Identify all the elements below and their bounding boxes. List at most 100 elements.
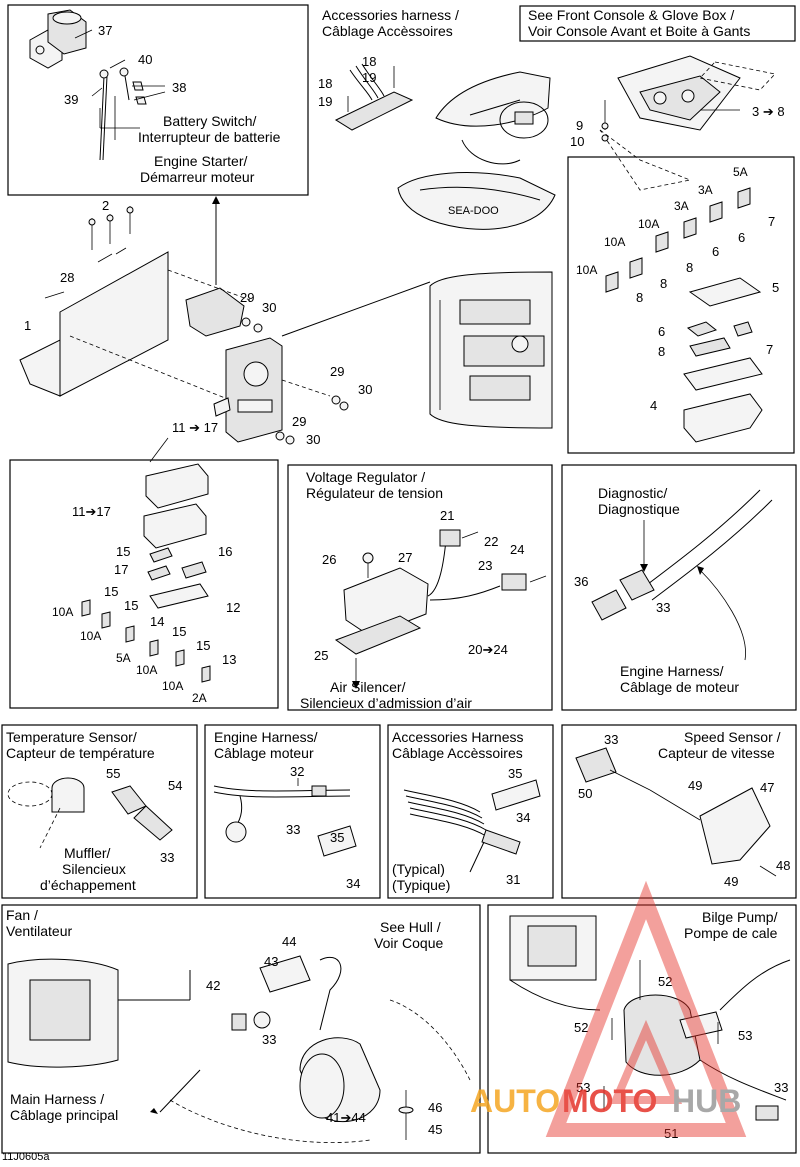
terminal-block-drawing xyxy=(334,63,414,131)
diagnostic-title-fr: Diagnostique xyxy=(598,501,680,517)
voltage-regulator-title-fr: Régulateur de tension xyxy=(306,485,443,501)
engine-harness-title: Engine Harness/ xyxy=(214,729,318,745)
callout-15e: 15 xyxy=(196,638,210,653)
muffler-label: Muffler/ xyxy=(64,845,111,861)
callout-8d: 8 xyxy=(658,344,665,359)
callout-38: 38 xyxy=(172,80,186,95)
callout-54: 54 xyxy=(168,778,182,793)
amp-10a-b: 10A xyxy=(604,235,625,249)
temperature-sensor-title: Temperature Sensor/ xyxy=(6,729,137,745)
muffler-label-fr1: Silencieux xyxy=(62,861,126,877)
engine-starter-label: Engine Starter/ xyxy=(154,153,247,169)
fan-title-fr: Ventilateur xyxy=(6,923,72,939)
callout-33-bilge: 33 xyxy=(774,1080,788,1095)
diagnostic-drawing xyxy=(591,489,773,661)
callout-8b: 8 xyxy=(660,276,667,291)
callout-41-to-44: 41➔44 xyxy=(326,1110,366,1125)
callout-32: 32 xyxy=(290,764,304,779)
callout-18b: 18 xyxy=(318,76,332,91)
callout-20-to-24: 20➔24 xyxy=(468,642,508,657)
callout-25: 25 xyxy=(314,648,328,663)
callout-23: 23 xyxy=(478,558,492,573)
console-drawing xyxy=(599,55,776,191)
see-hull-label: See Hull / xyxy=(380,919,441,935)
fan-title: Fan / xyxy=(6,907,38,923)
callout-15b: 15 xyxy=(104,584,118,599)
callout-8c: 8 xyxy=(636,290,643,305)
temperature-sensor-title-fr: Capteur de température xyxy=(6,745,155,761)
air-silencer-label-fr: Silencieux d’admission d’air xyxy=(300,695,472,711)
engine-harness-diag-label-fr: Câblage de moteur xyxy=(620,679,739,695)
battery-switch-label-fr: Interrupteur de batterie xyxy=(138,129,281,145)
callout-33-temp: 33 xyxy=(160,850,174,865)
callout-15d: 15 xyxy=(172,624,186,639)
accessories-harness-panel xyxy=(387,724,554,899)
callout-33-fan: 33 xyxy=(262,1032,276,1047)
amp-p5: 5A xyxy=(116,651,131,665)
accessories-harness2-title: Accessories Harness xyxy=(392,729,524,745)
see-hull-label-fr: Voir Coque xyxy=(374,935,443,951)
voltage-regulator-panel xyxy=(287,464,553,711)
callout-21: 21 xyxy=(440,508,454,523)
callout-30b: 30 xyxy=(358,382,372,397)
mounting-plate-drawing xyxy=(19,206,431,445)
callout-48: 48 xyxy=(776,858,790,873)
callout-28: 28 xyxy=(60,270,74,285)
callout-33-speed: 33 xyxy=(604,732,618,747)
callout-51: 51 xyxy=(664,1126,678,1141)
fan-panel xyxy=(1,904,481,1154)
callout-44: 44 xyxy=(282,934,296,949)
callout-42: 42 xyxy=(206,978,220,993)
amp-3a-a: 3A xyxy=(698,183,713,197)
battery-switch-drawing xyxy=(29,9,166,161)
accessories-harness2-title-fr: Câblage Accèssoires xyxy=(392,745,523,761)
callout-30c: 30 xyxy=(306,432,320,447)
callout-50: 50 xyxy=(578,786,592,801)
callout-33-eng: 33 xyxy=(286,822,300,837)
accessories-harness-title-fr: Câblage Accèssoires xyxy=(322,23,453,39)
callout-12: 12 xyxy=(226,600,240,615)
callout-10: 10 xyxy=(570,134,584,149)
fan-drawing xyxy=(7,955,471,1143)
callout-15c: 15 xyxy=(124,598,138,613)
fuse-box-panel xyxy=(567,156,795,454)
callout-11-to-17: 11 ➔ 17 xyxy=(172,420,218,435)
figure-id: 11J0605a xyxy=(2,1151,50,1162)
accessories-harness-drawing xyxy=(403,779,541,873)
callout-34-acc: 34 xyxy=(516,810,530,825)
amp-5a: 5A xyxy=(733,165,748,179)
callout-24: 24 xyxy=(510,542,524,557)
svg-text:MOTO: MOTO xyxy=(562,1083,657,1119)
engine-harness-panel xyxy=(204,724,381,899)
callout-19b: 19 xyxy=(318,94,332,109)
diagnostic-panel xyxy=(561,464,797,711)
callout-16: 16 xyxy=(218,544,232,559)
callout-7b: 7 xyxy=(766,342,773,357)
callout-47: 47 xyxy=(760,780,774,795)
speed-sensor-drawing xyxy=(575,747,777,877)
amp-3a-b: 3A xyxy=(674,199,689,213)
bilge-pump-panel xyxy=(487,904,797,1154)
engine-harness-diag-label: Engine Harness/ xyxy=(620,663,724,679)
callout-39: 39 xyxy=(64,92,78,107)
svg-text:SEA-DOO: SEA-DOO xyxy=(448,205,499,217)
speed-sensor-panel xyxy=(561,724,797,899)
callout-3-to-8: 3 ➔ 8 xyxy=(752,104,785,119)
callout-40: 40 xyxy=(138,52,152,67)
fuse-kit-panel xyxy=(9,459,279,709)
air-silencer-label: Air Silencer/ xyxy=(330,679,406,695)
callout-29b: 29 xyxy=(330,364,344,379)
engine-compartment-drawing xyxy=(429,271,553,429)
bilge-pump-title: Bilge Pump/ xyxy=(702,909,778,925)
callout-55: 55 xyxy=(106,766,120,781)
callout-7a: 7 xyxy=(768,214,775,229)
bilge-pump-drawing xyxy=(509,915,791,1121)
callout-35-eng: 35 xyxy=(330,830,344,845)
callout-6c: 6 xyxy=(658,324,665,339)
boat-top-drawing: SEA-DOO xyxy=(397,71,556,230)
callout-46: 46 xyxy=(428,1100,442,1115)
amp-10a-c: 10A xyxy=(576,263,597,277)
battery-switch-label: Battery Switch/ xyxy=(163,113,256,129)
amp-p2: 2A xyxy=(192,691,207,705)
callout-33-diag: 33 xyxy=(656,600,670,615)
